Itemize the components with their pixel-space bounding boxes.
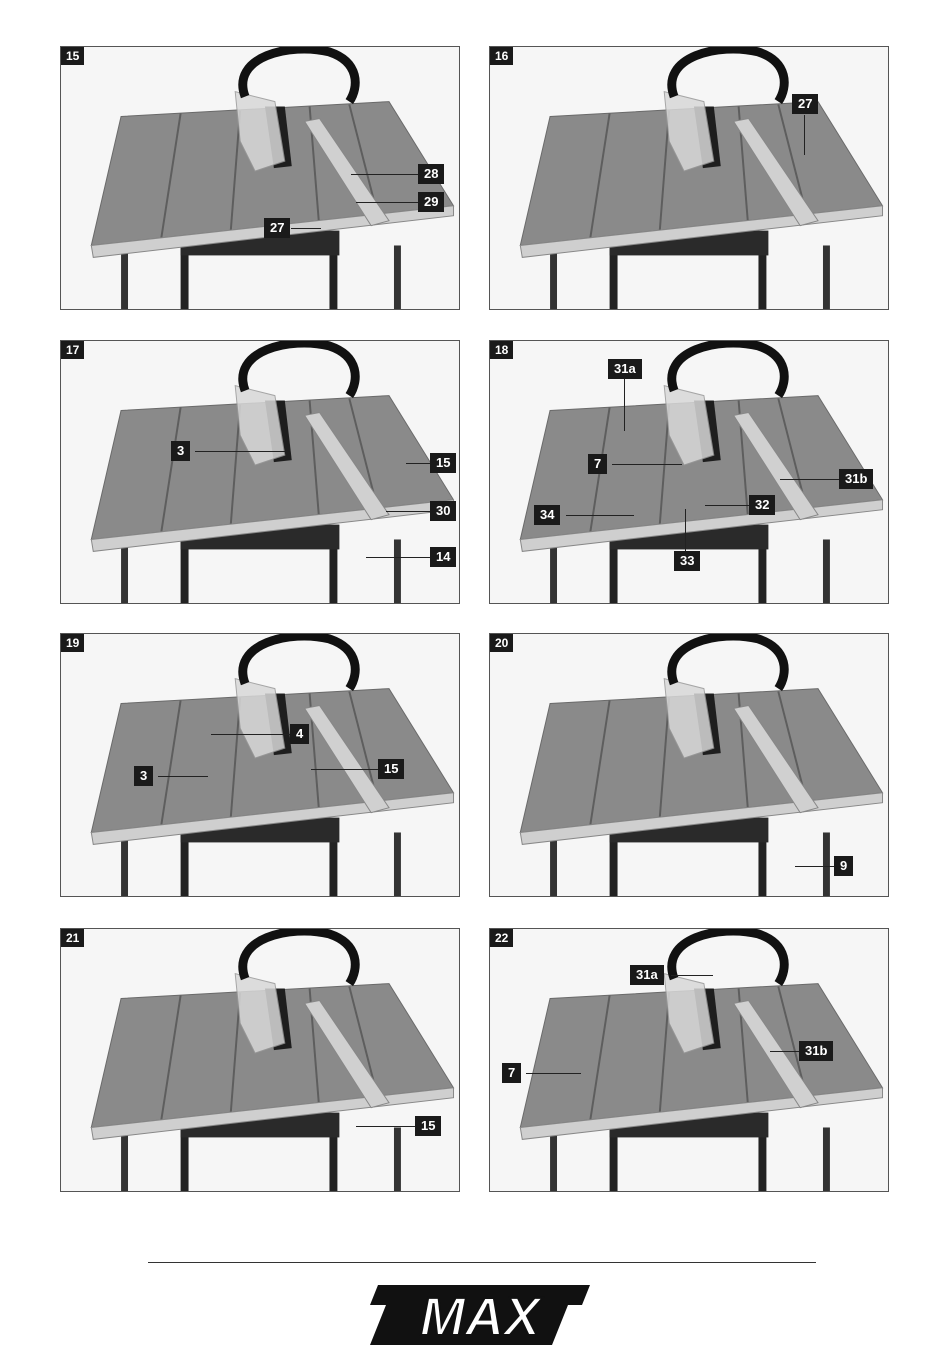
leader-line [211,734,291,735]
callout-label: 3 [134,766,153,786]
figure-panel-21: 21 15 [60,928,460,1192]
max-logo: MAX [360,1275,600,1355]
callout-label: 15 [415,1116,441,1136]
leader-line [770,1051,800,1052]
table-saw-photo [61,341,459,603]
callout-label: 34 [534,505,560,525]
callout-label: 28 [418,164,444,184]
leader-line [351,174,419,175]
callout-label: 27 [792,94,818,114]
footer-rule [148,1262,816,1263]
leader-line [671,975,713,976]
figure-panel-15: 15 28 29 27 [60,46,460,310]
callout-label: 30 [430,501,456,521]
figure-number: 20 [490,634,513,652]
table-saw-photo [490,634,888,896]
figure-panel-18: 18 31a 7 31b 32 34 33 [489,340,889,604]
callout-label: 31b [799,1041,833,1061]
callout-label: 27 [264,218,290,238]
leader-line [705,505,750,506]
leader-line [158,776,208,777]
callout-label: 7 [588,454,607,474]
leader-line [780,479,840,480]
callout-label: 29 [418,192,444,212]
figure-panel-20: 20 9 [489,633,889,897]
figure-number: 21 [61,929,84,947]
callout-label: 4 [290,724,309,744]
leader-line [804,115,805,155]
figure-panel-17: 17 3 15 30 14 [60,340,460,604]
leader-line [612,464,682,465]
callout-label: 14 [430,547,456,567]
callout-label: 31a [630,965,664,985]
leader-line [386,511,431,512]
callout-label: 7 [502,1063,521,1083]
leader-line [195,451,285,452]
leader-line [406,463,431,464]
figure-number: 18 [490,341,513,359]
callout-label: 31a [608,359,642,379]
table-saw-photo [490,47,888,309]
figure-number: 15 [61,47,84,65]
leader-line [366,557,431,558]
leader-line [795,866,835,867]
leader-line [291,228,321,229]
figure-number: 19 [61,634,84,652]
leader-line [311,769,379,770]
table-saw-photo [61,47,459,309]
figure-number: 16 [490,47,513,65]
svg-text:MAX: MAX [420,1287,543,1347]
figure-number: 17 [61,341,84,359]
leader-line [526,1073,581,1074]
leader-line [356,1126,416,1127]
figure-panel-22: 22 31a 31b 7 [489,928,889,1192]
figure-panel-19: 19 4 3 15 [60,633,460,897]
table-saw-photo [61,929,459,1191]
figure-panel-16: 16 27 [489,46,889,310]
callout-label: 31b [839,469,873,489]
leader-line [566,515,634,516]
leader-line [356,202,419,203]
callout-label: 33 [674,551,700,571]
leader-line [685,509,686,551]
callout-label: 32 [749,495,775,515]
callout-label: 15 [378,759,404,779]
leader-line [624,379,625,431]
callout-label: 15 [430,453,456,473]
callout-label: 9 [834,856,853,876]
figure-number: 22 [490,929,513,947]
callout-label: 3 [171,441,190,461]
